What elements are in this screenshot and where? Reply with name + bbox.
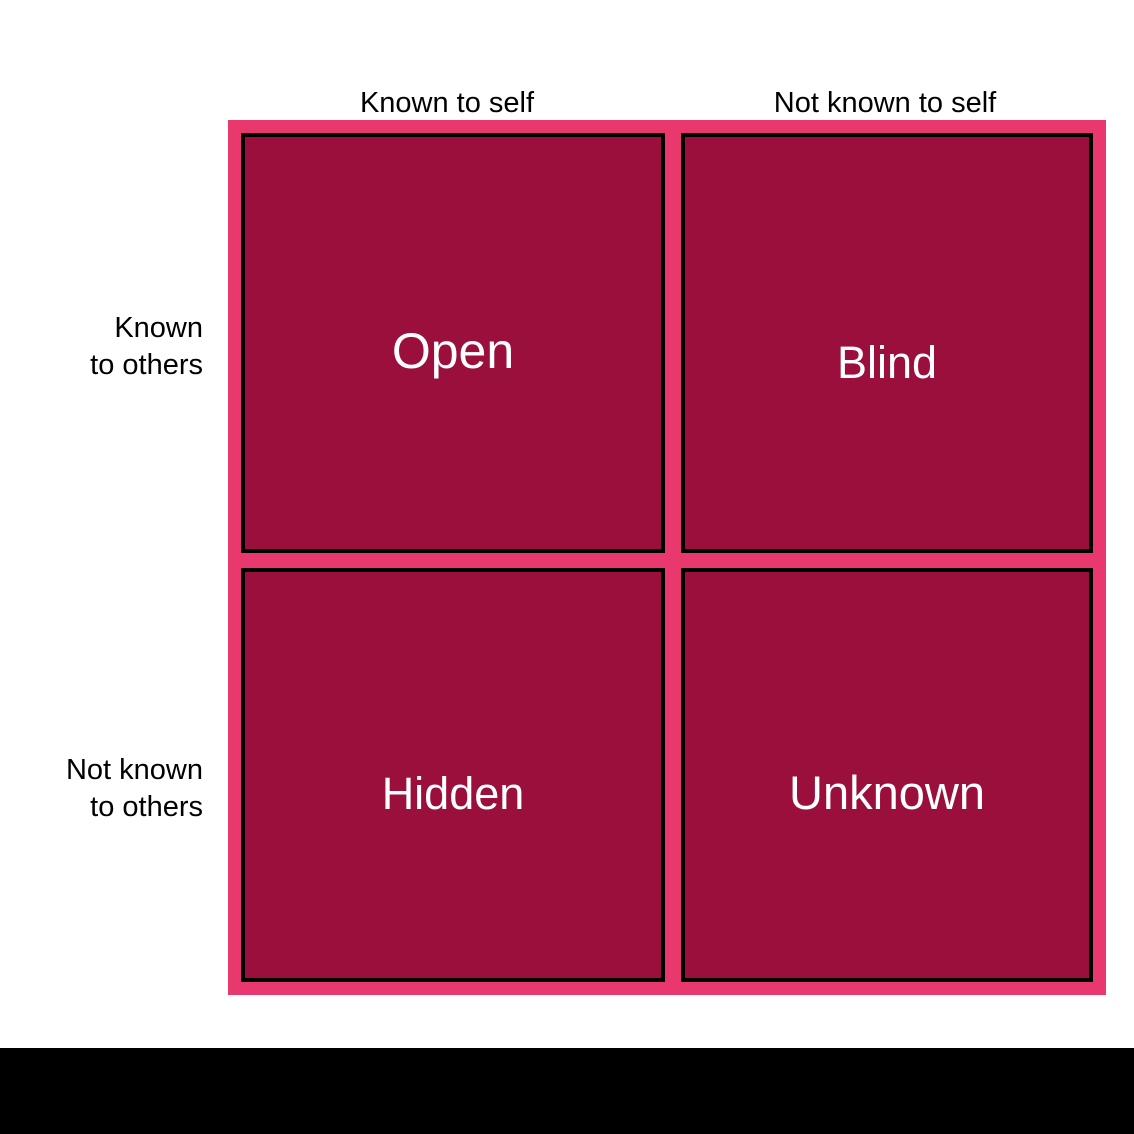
quadrant-open-label: Open xyxy=(391,323,515,379)
quadrant-unknown[interactable]: Unknown xyxy=(681,568,1093,982)
row-header-known-to-others-line1: Known xyxy=(114,312,203,344)
quadrant-hidden[interactable]: Hidden xyxy=(241,568,665,982)
quadrant-blind-label: Blind xyxy=(836,337,938,388)
row-header-known-to-others: Known to others xyxy=(0,310,203,384)
column-header-known-to-self: Known to self xyxy=(359,87,535,119)
row-header-not-known-to-others-line2: to others xyxy=(90,791,203,823)
column-header-not-known-to-self: Not known to self xyxy=(773,87,997,119)
quadrant-open[interactable]: Open xyxy=(241,133,665,553)
row-header-not-known-to-others: Not known to others xyxy=(0,752,203,826)
johari-window-grid: Open Blind Hidden Unknown xyxy=(228,120,1106,995)
quadrant-hidden-label: Hidden xyxy=(381,768,525,819)
quadrant-unknown-label: Unknown xyxy=(789,766,985,819)
row-header-known-to-others-line2: to others xyxy=(90,349,203,381)
quadrant-blind[interactable]: Blind xyxy=(681,133,1093,553)
row-header-not-known-to-others-line1: Not known xyxy=(65,754,203,786)
bottom-black-bar xyxy=(0,1048,1134,1134)
